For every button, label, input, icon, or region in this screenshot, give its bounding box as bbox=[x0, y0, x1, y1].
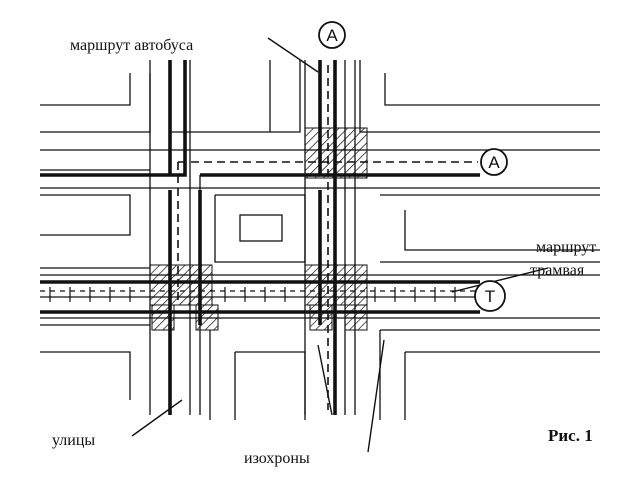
marker-bus-right-text: А bbox=[488, 153, 500, 172]
marker-bus-top-text: А bbox=[326, 26, 338, 45]
leader-lines bbox=[131, 37, 549, 453]
marker-tram-text: Т bbox=[485, 287, 495, 306]
label-bus-route: маршрут автобуса bbox=[70, 37, 193, 54]
label-tram-route-1: маршрут bbox=[536, 239, 596, 256]
figure-caption: Рис. 1 bbox=[548, 426, 593, 445]
tram-route bbox=[40, 287, 478, 302]
label-tram-route-2: трамвая bbox=[530, 262, 585, 279]
street-edges-vertical bbox=[149, 60, 356, 415]
marker-bus-top: А bbox=[318, 21, 346, 49]
label-isochrones: изохроны bbox=[244, 450, 310, 467]
streets-thick bbox=[40, 60, 480, 415]
marker-bus-right: А bbox=[480, 148, 508, 176]
marker-tram: Т bbox=[474, 280, 506, 312]
label-streets: улицы bbox=[52, 432, 95, 449]
bus-route bbox=[177, 65, 478, 410]
isochrone-zones bbox=[149, 127, 368, 331]
